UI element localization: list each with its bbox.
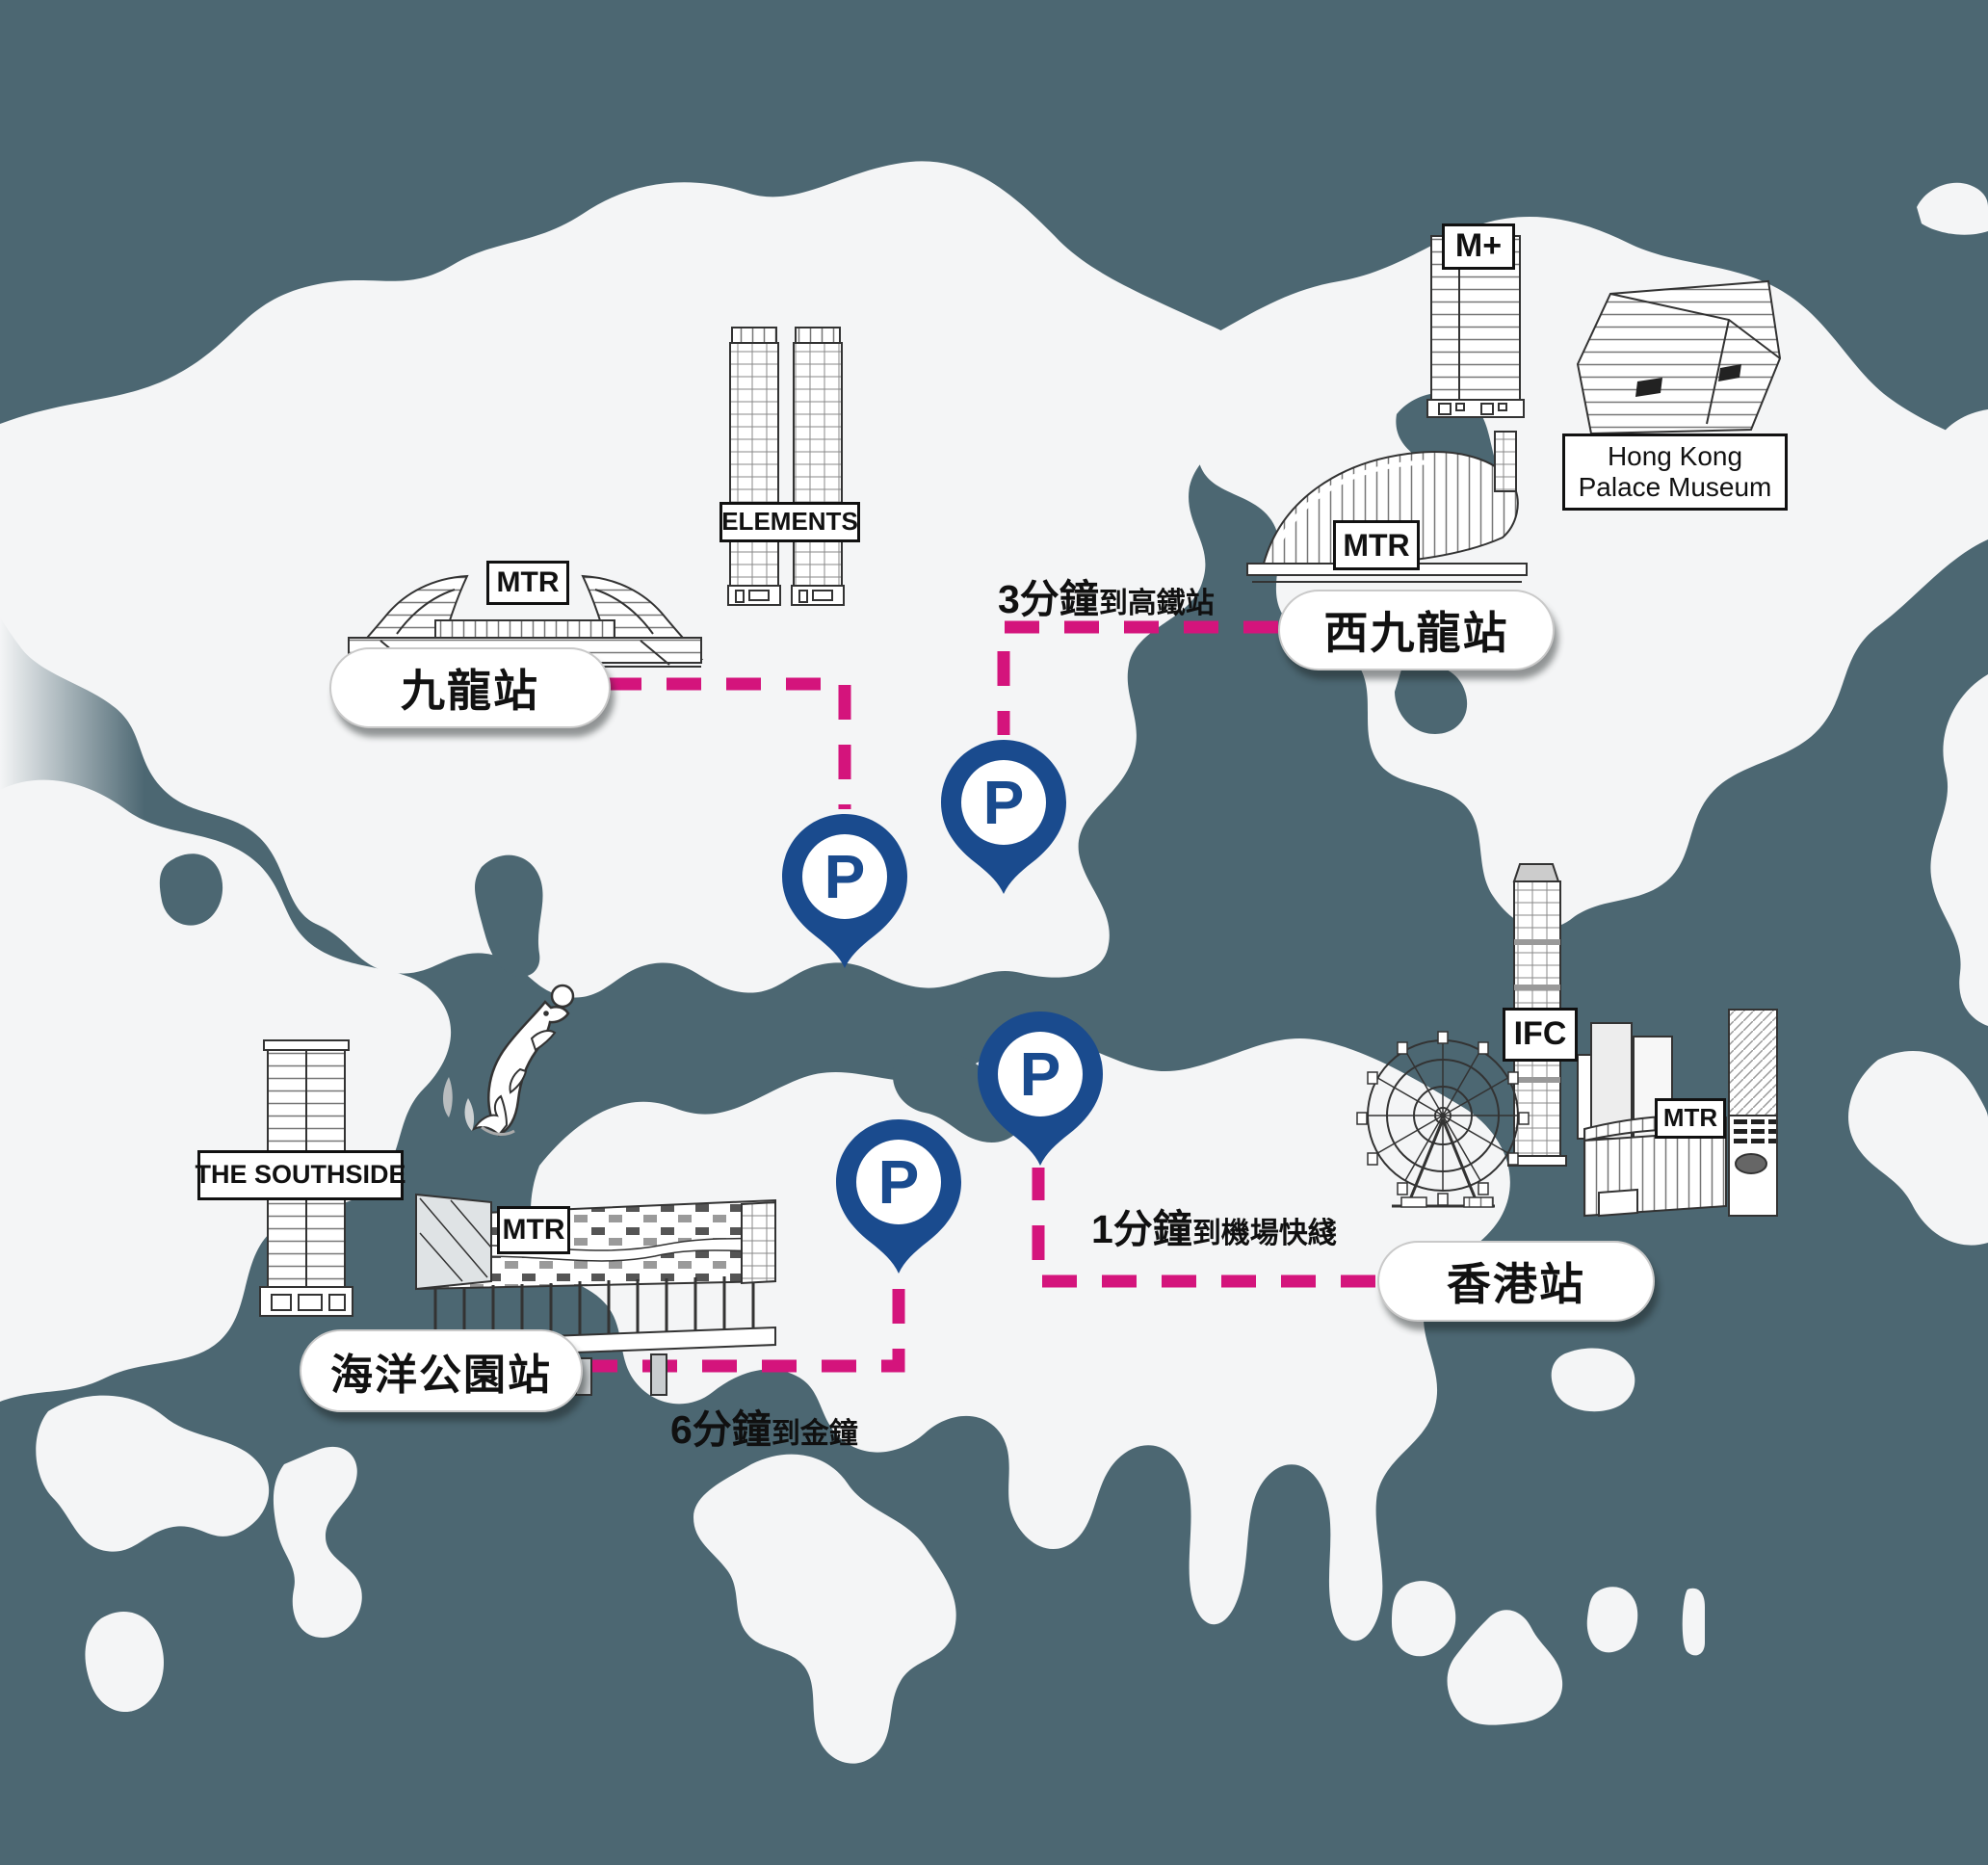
route-lines — [583, 620, 1375, 1373]
route-ocean-park-to-pin — [583, 1276, 905, 1373]
parking-pin-letter: P — [1020, 1039, 1061, 1109]
island — [85, 1611, 164, 1713]
island — [1930, 409, 1988, 525]
island — [36, 1395, 270, 1552]
island — [1447, 1610, 1563, 1725]
wheel-gondolas — [1356, 1031, 1530, 1206]
land-lantau-west — [0, 779, 452, 1402]
route-kowloon-to-pin — [607, 677, 851, 809]
parking-pin-letter: P — [824, 842, 866, 911]
land-hong-kong-island — [531, 1038, 1510, 1642]
island — [273, 1446, 362, 1638]
land-northeast — [1194, 216, 1988, 930]
island — [1848, 1051, 1988, 1246]
island — [1917, 182, 1988, 235]
island — [1682, 1588, 1705, 1656]
island — [1930, 674, 1988, 1026]
island — [693, 1454, 956, 1764]
parking-pin-letter: P — [983, 768, 1025, 837]
parking-pin-4: P — [836, 1119, 961, 1274]
m-plus-tower-illustration — [1426, 235, 1525, 418]
island — [1586, 1587, 1638, 1653]
parking-pin-letter: P — [878, 1147, 920, 1217]
island — [1551, 1348, 1635, 1412]
hong-kong-station-illustration — [1577, 1009, 1778, 1218]
parking-pin-2: P — [941, 740, 1066, 894]
route-west-kowloon-to-pin — [997, 620, 1278, 735]
southside-tower-illustration — [259, 1039, 353, 1317]
elements-towers-illustration — [727, 327, 845, 606]
coast-fade — [0, 539, 144, 867]
vent-grilles — [1734, 1119, 1776, 1143]
parking-pin-3: P — [978, 1011, 1103, 1166]
dolphin-icon — [443, 984, 575, 1137]
island — [1392, 1581, 1456, 1657]
parking-pins: P P P P — [782, 740, 1103, 1274]
ferris-wheel-illustration — [1356, 1031, 1530, 1208]
parking-pin-1: P — [782, 814, 907, 968]
